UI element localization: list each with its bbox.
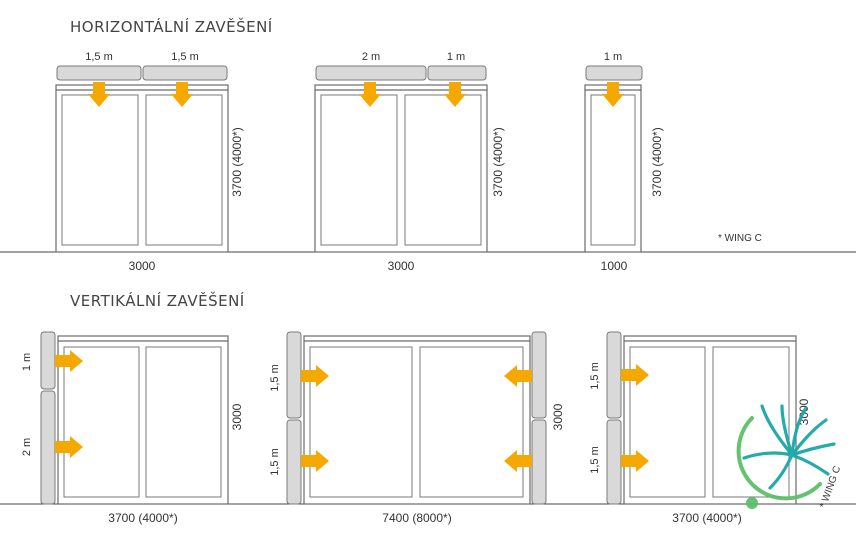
wing-c-logo: * WING C xyxy=(736,404,843,510)
airflow-down-arrow-icon xyxy=(359,82,381,107)
air-curtain-unit xyxy=(286,419,302,505)
air-curtain-unit xyxy=(606,331,622,419)
door-leaf xyxy=(629,346,706,498)
door-leaf xyxy=(712,346,790,498)
airflow-down-arrow-icon xyxy=(88,82,110,107)
height-label: 3000 xyxy=(551,403,565,430)
door-frame xyxy=(623,335,797,505)
door-leaf xyxy=(145,94,223,246)
air-curtain-unit xyxy=(606,419,622,505)
door-leaf xyxy=(590,94,636,246)
airflow-left-arrow-icon xyxy=(504,365,532,387)
height-label: 3700 (4000*) xyxy=(650,127,664,196)
width-label: 3000 xyxy=(388,259,415,273)
width-label: 3700 (4000*) xyxy=(672,511,741,525)
logo-rays xyxy=(742,404,836,490)
airflow-down-arrow-icon xyxy=(444,82,466,107)
air-curtain-unit xyxy=(531,419,547,505)
unit-label: 1,5 m xyxy=(589,446,601,474)
airflow-right-arrow-icon xyxy=(621,364,649,386)
airflow-down-arrow-icon xyxy=(602,82,624,107)
air-curtain-unit xyxy=(286,331,302,419)
unit-label: 1,5 m xyxy=(85,51,113,63)
width-label: 3700 (4000*) xyxy=(108,511,177,525)
airflow-left-arrow-icon xyxy=(504,450,532,472)
height-label: 3700 (4000*) xyxy=(230,127,244,196)
door-leaf xyxy=(145,346,222,498)
air-curtain-unit xyxy=(56,65,142,81)
horizontal-heading: HORIZONTÁLNÍ ZAVĚŠENÍ xyxy=(70,17,273,36)
unit-label: 1 m xyxy=(604,51,622,63)
air-curtain-unit xyxy=(142,65,228,81)
door-frame xyxy=(303,335,531,505)
height-label: 3000 xyxy=(230,403,244,430)
unit-label: 2 m xyxy=(362,51,380,63)
door-leaf xyxy=(309,346,413,498)
air-curtain-unit xyxy=(585,65,643,81)
wing-c-note: * WING C xyxy=(718,233,762,244)
unit-label: 1,5 m xyxy=(269,448,281,476)
vertical-door-3: 1,5 m 1,5 m 3700 (4000*) 3000 xyxy=(589,331,811,525)
airflow-right-arrow-icon xyxy=(55,436,83,458)
door-frame xyxy=(584,84,642,253)
logo-dot xyxy=(746,497,758,509)
vertical-door-2: 1,5 m 1,5 m 7400 (8000*) 3000 xyxy=(269,331,565,525)
air-curtain-unit xyxy=(40,390,56,505)
width-label: 7400 (8000*) xyxy=(382,511,451,525)
height-label: 3700 (4000*) xyxy=(491,127,505,196)
door-leaf xyxy=(419,346,524,498)
unit-label: 1,5 m xyxy=(589,362,601,390)
unit-label: 1 m xyxy=(21,353,33,371)
air-curtain-unit xyxy=(427,65,487,81)
door-frame xyxy=(57,335,229,505)
airflow-right-arrow-icon xyxy=(301,365,329,387)
door-leaf xyxy=(61,94,139,246)
unit-label: 1 m xyxy=(447,51,465,63)
unit-label: 1,5 m xyxy=(171,51,199,63)
vertical-door-1: 1 m 2 m 3700 (4000*) 3000 xyxy=(21,331,244,525)
unit-label: 2 m xyxy=(21,438,33,456)
door-frame xyxy=(55,84,229,253)
width-label: 3000 xyxy=(129,259,156,273)
air-curtain-unit xyxy=(531,331,547,419)
air-curtain-unit xyxy=(40,331,56,390)
unit-label: 1,5 m xyxy=(269,364,281,392)
vertical-heading: VERTIKÁLNÍ ZAVĚŠENÍ xyxy=(70,291,245,310)
horizontal-door-2: 2 m 1 m 3000 3700 (4000*) xyxy=(314,51,505,273)
air-curtain-unit xyxy=(315,65,427,81)
door-leaf xyxy=(63,346,140,498)
door-leaf xyxy=(404,94,482,246)
logo-arc xyxy=(736,416,822,501)
airflow-down-arrow-icon xyxy=(171,82,193,107)
width-label: 1000 xyxy=(601,259,628,273)
airflow-right-arrow-icon xyxy=(301,450,329,472)
horizontal-door-3: 1 m 1000 3700 (4000*) xyxy=(584,51,664,273)
door-frame xyxy=(314,84,488,253)
airflow-right-arrow-icon xyxy=(621,450,649,472)
door-leaf xyxy=(320,94,398,246)
airflow-right-arrow-icon xyxy=(55,350,83,372)
horizontal-door-1: 1,5 m 1,5 m 3000 3700 (4000*) xyxy=(55,51,244,273)
